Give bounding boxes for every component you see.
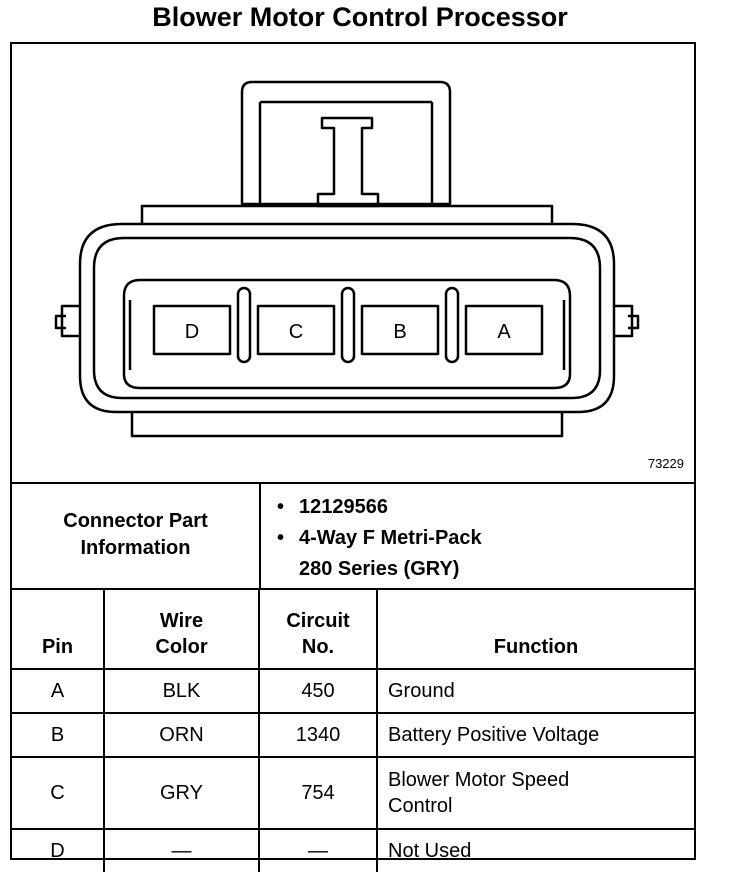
table-row: C GRY 754 Blower Motor Speed Control: [12, 756, 694, 830]
pin-cell: D: [12, 828, 105, 872]
pin-cell: A: [12, 668, 105, 714]
cavity-d: [152, 304, 232, 356]
cavity-label-c: C: [289, 321, 303, 343]
part-number: 12129566: [299, 496, 388, 518]
cavity-c: [256, 304, 336, 356]
connector-skirt: [130, 412, 564, 438]
table-row: B ORN 1340 Battery Positive Voltage: [12, 712, 694, 758]
pin-cell: B: [12, 712, 105, 758]
part-number-item: • 12129566: [277, 492, 694, 523]
connector-diagram: D C B A 73229: [12, 44, 694, 484]
connector-body-outer: [78, 222, 616, 414]
connector-part-values: • 12129566 • 4-Way F Metri-Pack 280 Seri…: [261, 482, 694, 588]
connector-part-information: Connector Part Information • 12129566 • …: [12, 482, 694, 590]
connector-type-item: • 4-Way F Metri-Pack 280 Series (GRY): [277, 523, 694, 585]
header-wire-color: Wire Color: [103, 588, 260, 670]
header-pin: Pin: [12, 588, 105, 670]
pin-cell: C: [12, 756, 105, 830]
pin-table-header: Pin Wire Color Circuit No. Function: [12, 588, 694, 670]
circuit-no-cell: —: [258, 828, 378, 872]
circuit-no-cell: 450: [258, 668, 378, 714]
connector-drawing: D C B A: [54, 80, 640, 438]
function-cell: Blower Motor Speed Control: [376, 756, 694, 830]
connector-face: [122, 278, 572, 390]
cavity-separator: [236, 286, 252, 364]
left-ear-tip: [54, 314, 66, 330]
figure-number: 73229: [647, 456, 684, 471]
page-title: Blower Motor Control Processor: [152, 2, 568, 32]
wire-color-cell: BLK: [103, 668, 260, 714]
circuit-no-cell: 1340: [258, 712, 378, 758]
bullet-icon: •: [277, 496, 285, 518]
connector-shoulder: [140, 204, 554, 224]
cavity-b: [360, 304, 440, 356]
bullet-icon: •: [277, 527, 285, 549]
function-cell: Not Used: [376, 828, 694, 872]
pin-table: Pin Wire Color Circuit No. Function A BL…: [12, 588, 694, 872]
face-inner-lines: [128, 300, 566, 370]
connector-type: 4-Way F Metri-Pack 280 Series (GRY): [299, 527, 482, 580]
table-row: A BLK 450 Ground: [12, 668, 694, 714]
left-ear: [60, 304, 80, 338]
connector-sheet: D C B A 73229 Connector Part Information…: [10, 42, 696, 872]
lock-tab-outer: [240, 80, 452, 206]
wire-color-cell: ORN: [103, 712, 260, 758]
lock-tab-inner: [258, 100, 434, 204]
header-function: Function: [376, 588, 694, 670]
cavity-label-d: D: [185, 321, 199, 343]
connector-part-label: Connector Part Information: [12, 482, 261, 588]
connector-body-rim: [92, 236, 602, 400]
circuit-no-cell: 754: [258, 756, 378, 830]
function-cell: Battery Positive Voltage: [376, 712, 694, 758]
wire-color-cell: GRY: [103, 756, 260, 830]
cavity-label-a: A: [497, 321, 511, 343]
right-ear: [614, 304, 634, 338]
lock-latch: [316, 116, 380, 208]
cavity-separator: [340, 286, 356, 364]
function-cell: Ground: [376, 668, 694, 714]
table-row: D — — Not Used: [12, 828, 694, 872]
cavity-label-b: B: [393, 321, 406, 343]
right-ear-tip: [628, 314, 640, 330]
cavity-separator: [444, 286, 460, 364]
header-circuit-no: Circuit No.: [258, 588, 378, 670]
wire-color-cell: —: [103, 828, 260, 872]
cavity-a: [464, 304, 544, 356]
